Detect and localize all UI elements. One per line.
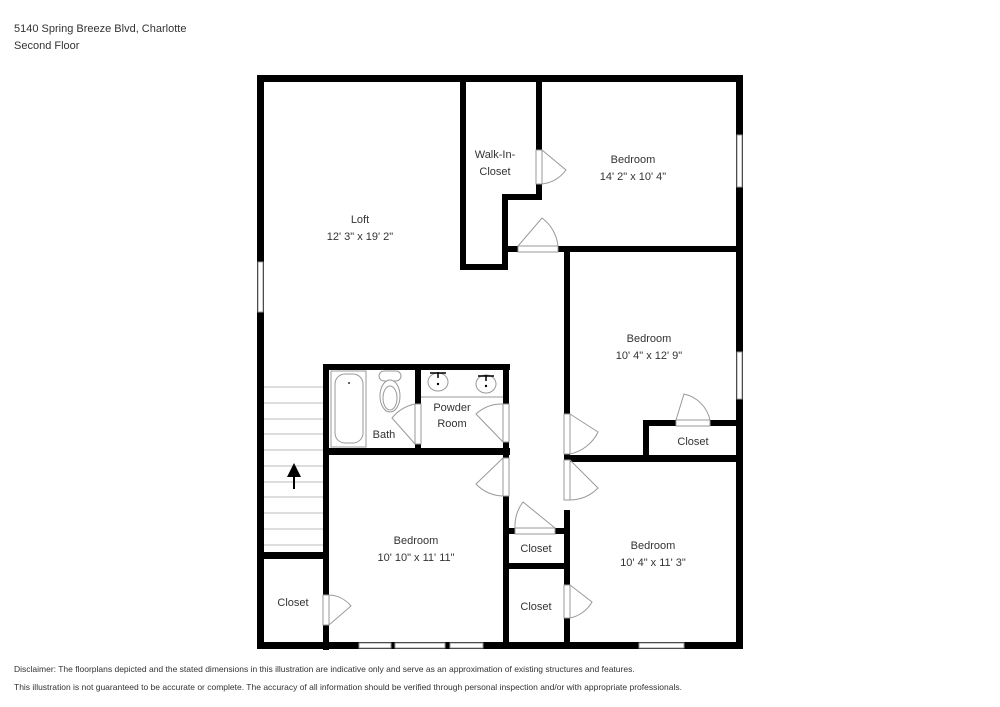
closet-bottom-left-name: Closet (277, 597, 308, 609)
bath-fixtures (330, 370, 503, 448)
powder-room-label-2: Room (437, 418, 466, 430)
room-labels: Loft 12' 3" x 19' 2" Walk-In- Closet Bed… (277, 149, 708, 613)
bedroom-bottom-right-name: Bedroom (631, 540, 676, 552)
bathtub-icon (334, 373, 364, 444)
bath-name: Bath (373, 429, 396, 441)
doors (322, 149, 711, 626)
loft-dims: 12' 3" x 19' 2" (327, 231, 394, 243)
powder-room-label-1: Powder (433, 402, 471, 414)
stairs-up-arrow-icon (287, 463, 301, 489)
closet-hall-upper-name: Closet (520, 543, 551, 555)
bedroom-top-right-name: Bedroom (611, 154, 656, 166)
bedroom-bottom-left-name: Bedroom (394, 535, 439, 547)
bedroom-bottom-left-dims: 10' 10" x 11' 11" (377, 552, 454, 564)
interior-walls (257, 75, 743, 650)
loft-name: Loft (351, 214, 369, 226)
address: 5140 Spring Breeze Blvd, Charlotte (14, 23, 187, 35)
bedroom-bottom-right-dims: 10' 4" x 11' 3" (620, 557, 686, 569)
bedroom-middle-right-dims: 10' 4" x 12' 9" (616, 350, 683, 362)
floor-label: Second Floor (14, 40, 80, 52)
plan-header: 5140 Spring Breeze Blvd, Charlotte Secon… (14, 21, 186, 55)
closet-middle-right-name: Closet (677, 436, 708, 448)
bedroom-top-right-dims: 14' 2" x 10' 4" (600, 171, 667, 183)
bedroom-middle-right-name: Bedroom (627, 333, 672, 345)
disclaimer-line-1: Disclaimer: The floorplans depicted and … (14, 664, 635, 674)
closet-hall-lower-name: Closet (520, 601, 551, 613)
disclaimer-line-2: This illustration is not guaranteed to b… (14, 682, 682, 692)
walk-in-closet-label-2: Closet (479, 166, 510, 178)
walk-in-closet-label-1: Walk-In- (475, 149, 516, 161)
windows (257, 134, 743, 649)
staircase (264, 386, 323, 546)
